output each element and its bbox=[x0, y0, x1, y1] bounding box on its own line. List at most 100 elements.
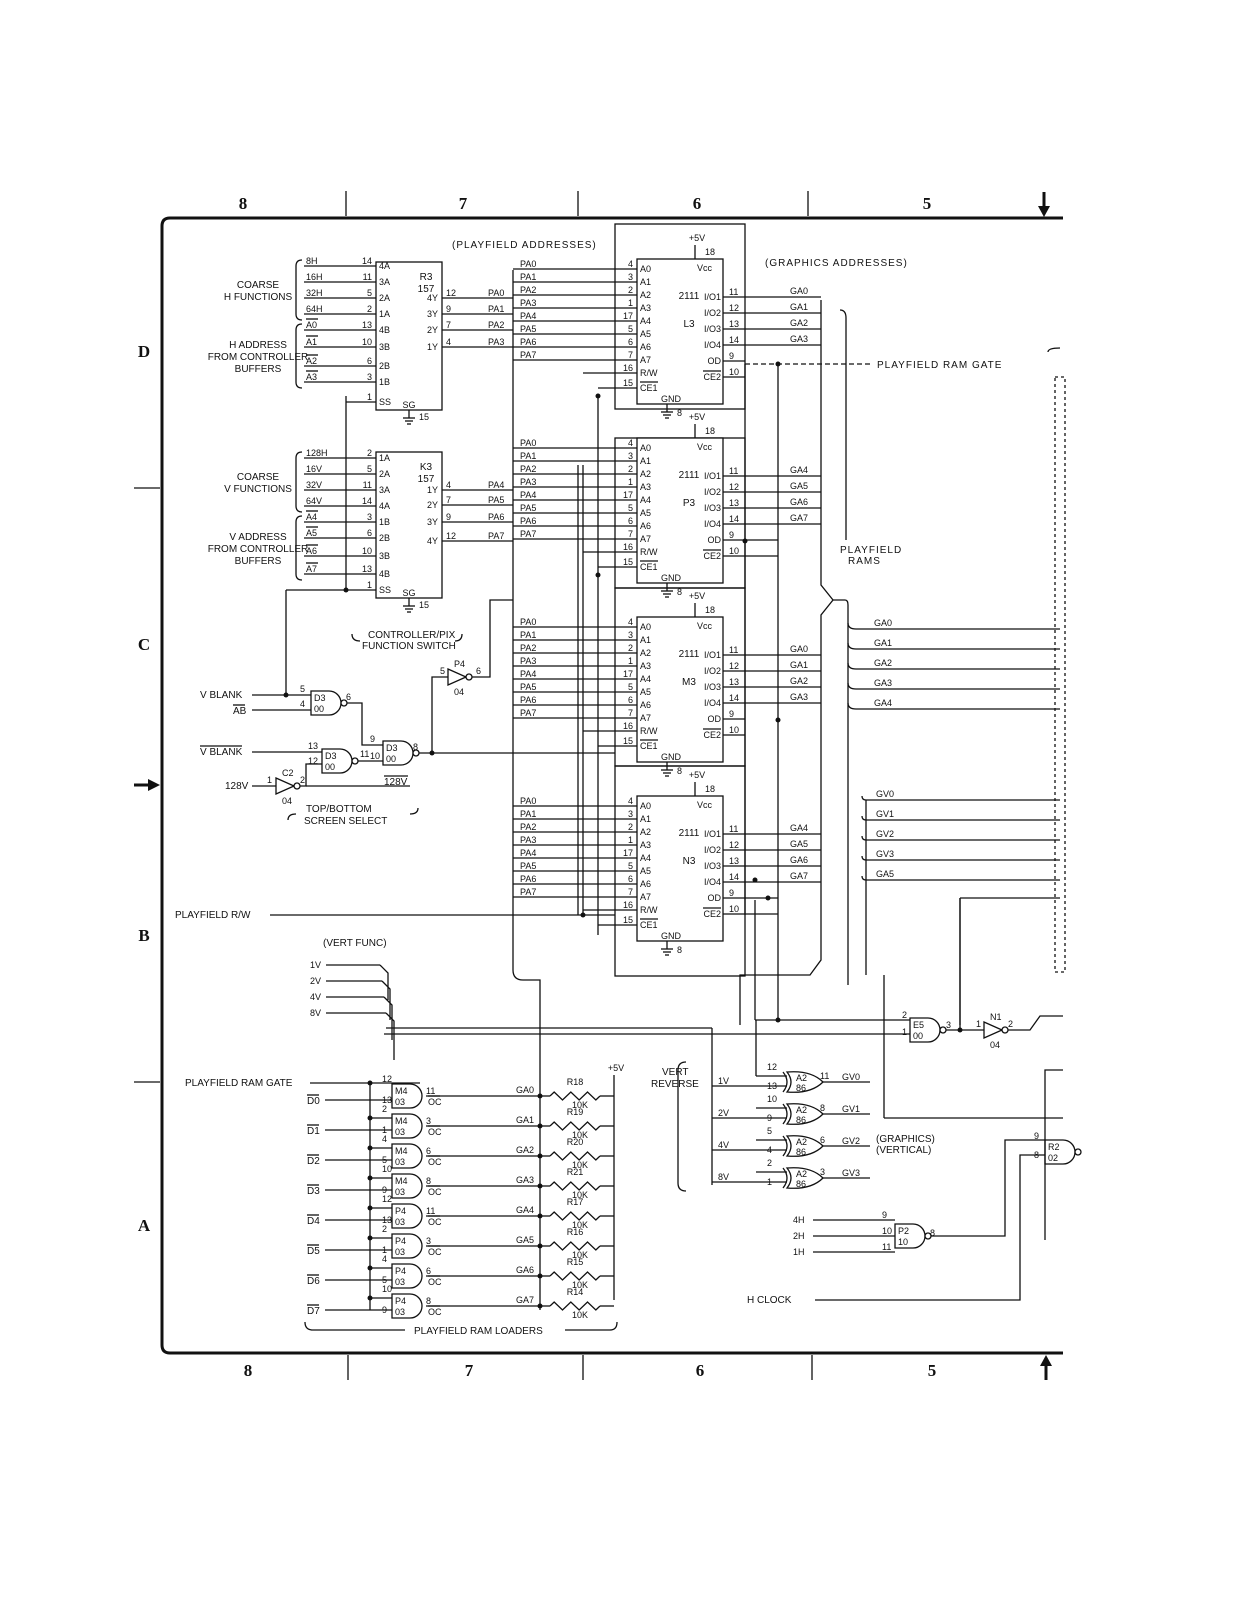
k3-title-0-1: V FUNCTIONS bbox=[224, 484, 292, 495]
p2-in-label-0: 4H bbox=[793, 1215, 805, 1225]
r3-out-pin-2: 7 bbox=[446, 320, 451, 330]
ram-n3-addr-pin-0: 4 bbox=[628, 796, 633, 806]
ram-m3-io-pin-3: 14 bbox=[729, 693, 739, 703]
loader-supply: +5V bbox=[608, 1063, 624, 1073]
ram-p3-addr-net-2: PA2 bbox=[520, 464, 536, 474]
zone-col-bottom-6: 6 bbox=[696, 1361, 705, 1380]
zone-row-b: B bbox=[138, 926, 149, 945]
ram-m3-addr-pin-1: 3 bbox=[628, 630, 633, 640]
xor-0-pin-2: 11 bbox=[820, 1071, 829, 1081]
ram-l3-ref: L3 bbox=[683, 319, 695, 330]
ram-n3-addr-port-0: A0 bbox=[640, 801, 651, 811]
inv-p4-bubble bbox=[465, 673, 473, 681]
k3-out-net-0: PA4 bbox=[488, 480, 504, 490]
ram-m3-body bbox=[636, 616, 724, 763]
r3-out-net-3: PA3 bbox=[488, 337, 504, 347]
ram-l3-rw: R/W bbox=[640, 368, 658, 378]
ram-m3-io-port-2: I/O3 bbox=[704, 682, 721, 692]
ram-l3-ce1-pin: 15 bbox=[623, 378, 633, 388]
r3-port-0: 4A bbox=[379, 261, 390, 271]
r3-net-5: A1 bbox=[306, 337, 317, 347]
loader-4-type: 03 bbox=[395, 1217, 405, 1227]
ram-l3-addr-port-5: A5 bbox=[640, 329, 651, 339]
ram-l3-addr-pin-4: 17 bbox=[623, 311, 633, 321]
ram-n3-addr-port-3: A3 bbox=[640, 840, 651, 850]
ram-m3-io-pin-1: 12 bbox=[729, 661, 739, 671]
loader-5-oc: OC bbox=[428, 1247, 442, 1257]
ram-m3-ce1-pin: 15 bbox=[623, 736, 633, 746]
p2-pin-0: 9 bbox=[882, 1210, 887, 1220]
loader-3-gate-dot bbox=[367, 1175, 373, 1181]
ram-m3-addr-net-7: PA7 bbox=[520, 708, 536, 718]
loader-2-type: 03 bbox=[395, 1157, 405, 1167]
playfield-rams-label-2: RAMS bbox=[848, 556, 881, 567]
ram-l3-addr-net-6: PA6 bbox=[520, 337, 536, 347]
r3-pin-7: 3 bbox=[367, 372, 372, 382]
ram-m3-supply: +5V bbox=[689, 591, 705, 601]
ram-p3-gnd-label: GND bbox=[661, 573, 682, 583]
ram-p3-io-pin-1: 12 bbox=[729, 482, 739, 492]
k3-out-pin-3: 12 bbox=[446, 531, 456, 541]
loader-6-out-label: GA6 bbox=[516, 1265, 534, 1275]
k3-port-4: 1B bbox=[379, 517, 390, 527]
r3-out-net-0: PA0 bbox=[488, 288, 504, 298]
graphics-addresses-heading: (GRAPHICS ADDRESSES) bbox=[765, 258, 908, 269]
ram-n3-body bbox=[636, 795, 724, 942]
ram-p3-addr-port-7: A7 bbox=[640, 534, 651, 544]
ram-n3-io-port-3: I/O4 bbox=[704, 877, 721, 887]
loader-1-type: 03 bbox=[395, 1127, 405, 1137]
loader-3-out-label: GA3 bbox=[516, 1175, 534, 1185]
rb-ga-tap-2 bbox=[847, 662, 866, 670]
loader-6-pin-2: 6 bbox=[426, 1266, 431, 1276]
ram-m3-addr-pin-6: 6 bbox=[628, 695, 633, 705]
r3-port-7: 1B bbox=[379, 377, 390, 387]
zone-row-a: A bbox=[138, 1216, 151, 1235]
r3-net-6: A2 bbox=[306, 356, 317, 366]
ram-m3-io-pin-5: 10 bbox=[729, 725, 739, 735]
loader-7-out-label: GA7 bbox=[516, 1295, 534, 1305]
ram-n3-addr-net-7: PA7 bbox=[520, 887, 536, 897]
controller-switch-label-2: FUNCTION SWITCH bbox=[362, 641, 456, 652]
ram-p3-io-port-4: OD bbox=[708, 535, 722, 545]
vert-func-heading: (VERT FUNC) bbox=[323, 938, 387, 949]
ram-n3-io-net-3: GA7 bbox=[790, 871, 808, 881]
h-clock-line bbox=[815, 1154, 1045, 1301]
ram-n3-addr-net-4: PA4 bbox=[520, 848, 536, 858]
ram-m3-addr-port-2: A2 bbox=[640, 648, 651, 658]
ram-p3-addr-port-1: A1 bbox=[640, 456, 651, 466]
ram-p3-io-net-1: GA5 bbox=[790, 481, 808, 491]
ram-l3-io-net-0: GA0 bbox=[790, 286, 808, 296]
ram-n3-addr-pin-1: 3 bbox=[628, 809, 633, 819]
r3-pin-5: 10 bbox=[362, 337, 372, 347]
ram-n3-ce1-pin: 15 bbox=[623, 915, 633, 925]
k3-net-4: A4 bbox=[306, 512, 317, 522]
r3-brace-0 bbox=[295, 259, 303, 321]
xor-0-back bbox=[782, 1071, 788, 1093]
ram-m3-addr-net-3: PA3 bbox=[520, 656, 536, 666]
loader-1-pin-0: 2 bbox=[382, 1104, 387, 1114]
rb-ga-net-0: GA0 bbox=[874, 618, 892, 628]
ram-p3-addr-pin-0: 4 bbox=[628, 438, 633, 448]
ram-l3-addr-pin-0: 4 bbox=[628, 259, 633, 269]
loader-3-type: 03 bbox=[395, 1187, 405, 1197]
k3-port-3: 4A bbox=[379, 501, 390, 511]
ram-p3-io-port-0: I/O1 bbox=[704, 471, 721, 481]
ram-n3-io-net-1: GA5 bbox=[790, 839, 808, 849]
loader-5-res bbox=[549, 1241, 601, 1251]
xor-3-body bbox=[785, 1167, 824, 1189]
ram-m3-io-port-3: I/O4 bbox=[704, 698, 721, 708]
r3-brace-1 bbox=[295, 323, 303, 389]
ram-loaders-label: PLAYFIELD RAM LOADERS bbox=[414, 1326, 543, 1337]
loader-3-oc: OC bbox=[428, 1187, 442, 1197]
ram-l3-gnd-pin: 8 bbox=[677, 408, 682, 418]
loader-5-type: 03 bbox=[395, 1247, 405, 1257]
graphics-vertical-label-2: (VERTICAL) bbox=[876, 1145, 931, 1156]
ram-l3-io-net-1: GA1 bbox=[790, 302, 808, 312]
ram-l3-addr-port-7: A7 bbox=[640, 355, 651, 365]
loader-4-res bbox=[549, 1211, 601, 1221]
xor-0-in-label: 1V bbox=[718, 1076, 729, 1086]
ram-p3-addr-net-7: PA7 bbox=[520, 529, 536, 539]
k3-brace-0 bbox=[295, 451, 303, 513]
